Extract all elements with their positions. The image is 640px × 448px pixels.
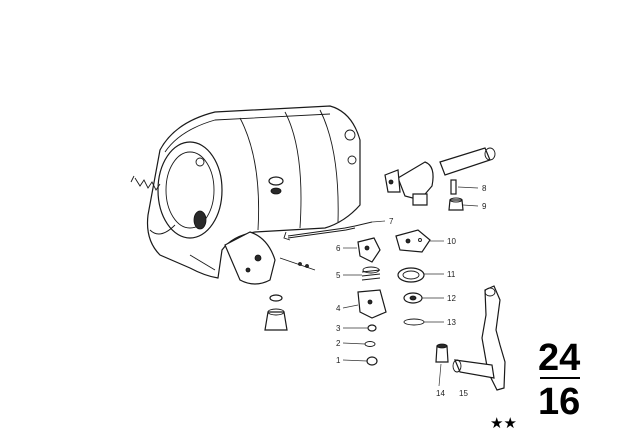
callout-5: 5 [336, 271, 341, 280]
leader-lines [342, 186, 479, 387]
part-8-pin [450, 179, 457, 195]
callout-14: 14 [436, 389, 445, 398]
spring [130, 175, 161, 191]
part-5-spring [361, 266, 381, 281]
part-2-washer [364, 341, 376, 347]
part-1-nut [366, 356, 378, 366]
lower-plug [264, 294, 288, 331]
callout-6: 6 [336, 244, 341, 253]
part-13-clip [403, 318, 425, 326]
callout-10: 10 [447, 237, 456, 246]
part-9-nut [448, 197, 464, 211]
callout-1: 1 [336, 356, 341, 365]
part-12-washer [403, 292, 423, 304]
group-number: 24 16 [538, 337, 580, 423]
callout-12: 12 [447, 294, 456, 303]
part-10-plate [395, 229, 431, 253]
callout-4: 4 [336, 304, 341, 313]
part-7-rod [283, 221, 373, 241]
callout-11: 11 [447, 270, 456, 279]
group-number-top: 24 [538, 337, 580, 379]
star-marker: ★★ [490, 414, 517, 432]
callout-13: 13 [447, 318, 456, 327]
callout-3: 3 [336, 324, 341, 333]
group-number-bottom: 16 [538, 381, 580, 423]
housing-plug-washer [268, 176, 284, 195]
transmission-housing [146, 105, 361, 285]
callout-labels: 8 9 7 6 10 5 11 4 12 3 13 2 1 14 15 [336, 184, 487, 398]
callout-9: 9 [482, 202, 487, 211]
part-6-detent-lever [357, 237, 381, 263]
callout-2: 2 [336, 339, 341, 348]
part-11-ring [397, 267, 425, 283]
part-3-clip [367, 324, 377, 332]
part-15-selector-lever [452, 285, 506, 391]
selector-shaft-assembly [384, 147, 496, 206]
callout-8: 8 [482, 184, 487, 193]
callout-7: 7 [389, 217, 394, 226]
part-14-bushing [435, 343, 449, 363]
part-4-bracket [357, 289, 387, 319]
callout-15: 15 [459, 389, 468, 398]
